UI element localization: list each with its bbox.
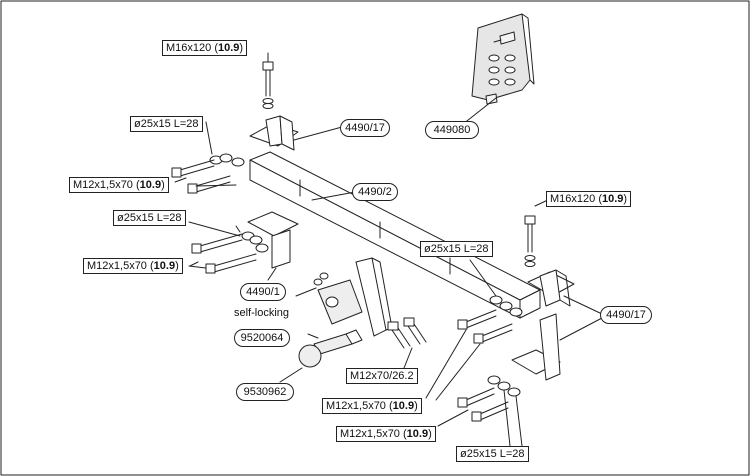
left-upper-hardware: [171, 121, 245, 194]
label-washer-left-top: ø25x15 L=28: [130, 116, 203, 132]
bracket-right-upper: [527, 269, 603, 315]
neck-bolts: [387, 317, 427, 369]
leader-left-mid: [195, 184, 237, 187]
part-449080: 449080: [425, 121, 479, 139]
inset-bolt: [493, 31, 516, 45]
bolt-m16-left: [262, 52, 274, 109]
coupling-assembly: [295, 257, 393, 337]
part-4490-2: 4490/2: [352, 183, 398, 201]
label-bolt-m12-left-mid: M12x1,5x70 (10.9): [83, 258, 183, 274]
label-bolt-m16-right: M16x120 (10.9): [546, 191, 632, 207]
bracket-left-upper: [249, 115, 343, 151]
leader-bolt-left-mid: [188, 265, 207, 269]
label-bolt-m12-right-a: M12x1,5x70 (10.9): [322, 398, 422, 414]
label-washer-right-top: ø25x15 L=28: [420, 241, 493, 257]
part-4490-1: 4490/1: [240, 283, 286, 301]
label-bolt-m16-top: M16x120 (10.9): [162, 40, 248, 56]
label-washer-left-mid: ø25x15 L=28: [113, 210, 186, 226]
right-upper-hardware: [425, 259, 523, 401]
part-4490-17-left: 4490/17: [340, 119, 390, 137]
bracket-right-lower: [437, 313, 603, 447]
label-washer-right-bottom: ø25x15 L=28: [456, 446, 529, 462]
inset-bracket-449080: [457, 13, 535, 129]
label-bolt-m12x70: M12x70/26.2: [346, 368, 418, 384]
label-self-locking: self-locking: [234, 307, 290, 319]
label-bolt-m12-left-top: M12x1,5x70 (10.9): [69, 177, 169, 193]
main-crossbeam: [249, 151, 541, 319]
part-9520064: 9520064: [234, 329, 290, 347]
part-4490-17-right: 4490/17: [600, 306, 652, 324]
bolt-m16-right: [524, 198, 551, 267]
tow-ball: [279, 329, 363, 383]
bracket-left-lower: [189, 211, 299, 281]
label-bolt-m12-right-b: M12x1,5x70 (10.9): [336, 426, 436, 442]
leader-washer-left-mid: [188, 221, 241, 237]
part-9530962: 9530962: [236, 383, 294, 401]
